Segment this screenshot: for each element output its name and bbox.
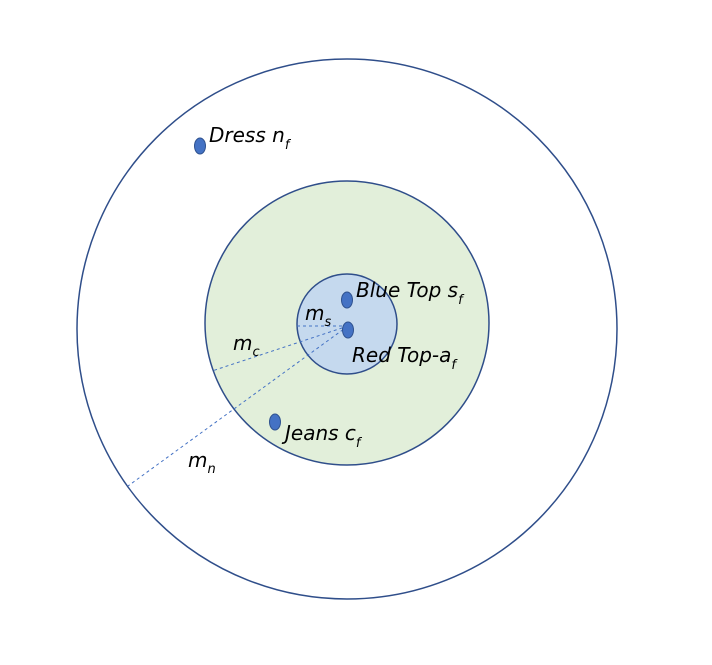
dress-dot: [194, 137, 206, 155]
radius-label-mc: mc: [233, 331, 260, 360]
blue-top-dot: [341, 291, 353, 309]
radius-label-ms: ms: [305, 301, 331, 330]
blue-top-label: Blue Top sf: [356, 278, 465, 308]
radius-label-mn: mn: [188, 448, 216, 477]
jeans-label: Jeans cf: [281, 421, 363, 451]
dress-label: Dress nf: [209, 123, 292, 153]
outer-circle: [76, 58, 618, 600]
jeans-dot: [269, 413, 281, 431]
red-top-dot: [342, 321, 354, 339]
red-top-label: Red Top-af: [352, 343, 458, 373]
